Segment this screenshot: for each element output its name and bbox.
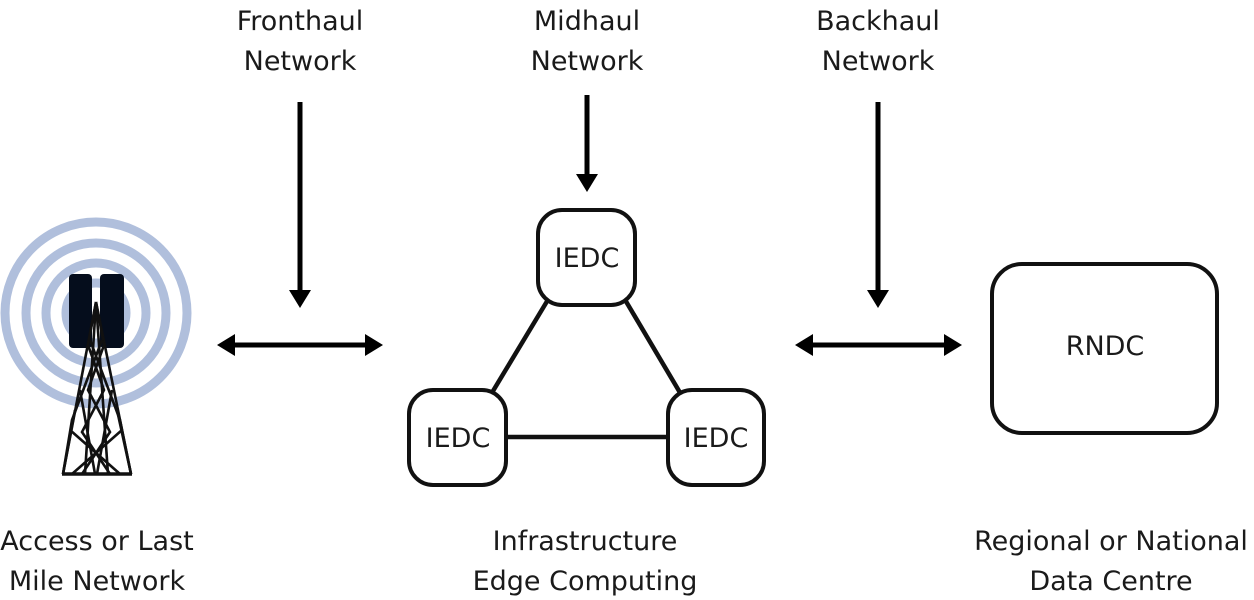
iedc-box[interactable] <box>666 388 766 487</box>
iedc-label: IEDC <box>426 423 491 454</box>
fronthaul-label-line2: Network <box>244 46 357 77</box>
iedc-node-right[interactable]: IEDC <box>666 388 766 487</box>
rndc-box[interactable] <box>990 262 1219 435</box>
antenna-panels <box>69 274 124 348</box>
fronthaul-down-arrow <box>289 102 311 308</box>
access-network-label: Access or Last Mile Network <box>0 526 193 597</box>
iedc-node-left[interactable]: IEDC <box>407 388 508 487</box>
fronthaul-bidirectional-arrow <box>217 334 383 356</box>
regional-data-centre-label: Regional or National Data Centre <box>974 526 1248 597</box>
link-top-left <box>488 296 551 398</box>
arrow-head <box>576 174 598 192</box>
fronthaul-label: Fronthaul Network <box>237 6 364 77</box>
fronthaul-label-line1: Fronthaul <box>237 6 364 37</box>
iedc-node-top[interactable]: IEDC <box>536 208 637 307</box>
backhaul-label-line1: Backhaul <box>816 6 940 37</box>
arrow-head-left <box>217 334 235 356</box>
rndc-label: RNDC <box>1066 331 1145 362</box>
arrow-head-left <box>795 334 813 356</box>
iedc-mesh-links <box>488 296 684 440</box>
access-label-line1: Access or Last <box>0 526 193 557</box>
iedc-label: IEDC <box>684 423 749 454</box>
access-label-line2: Mile Network <box>9 566 186 597</box>
antenna-panel-right <box>100 274 124 348</box>
midhaul-down-arrow <box>576 95 598 192</box>
regional-label-line2: Data Centre <box>1029 566 1192 597</box>
regional-label-line1: Regional or National <box>974 526 1248 557</box>
infrastructure-label-line1: Infrastructure <box>493 526 678 557</box>
backhaul-label: Backhaul Network <box>816 6 940 77</box>
midhaul-label-line1: Midhaul <box>534 6 640 37</box>
antenna-panel-left <box>69 274 92 348</box>
cell-tower-icon <box>0 217 192 476</box>
infrastructure-edge-label: Infrastructure Edge Computing <box>473 526 698 597</box>
iedc-label: IEDC <box>555 243 620 274</box>
arrow-head <box>867 290 889 308</box>
arrow-head <box>289 290 311 308</box>
midhaul-label-line2: Network <box>531 46 644 77</box>
lattice-tower <box>61 301 133 476</box>
rndc-node[interactable]: RNDC <box>990 262 1219 435</box>
backhaul-label-line2: Network <box>822 46 935 77</box>
infrastructure-label-line2: Edge Computing <box>473 566 698 597</box>
signal-ring <box>61 278 131 348</box>
iedc-box[interactable] <box>407 388 508 487</box>
link-top-right <box>622 296 684 398</box>
backhaul-bidirectional-arrow <box>795 334 962 356</box>
backhaul-down-arrow <box>867 102 889 308</box>
arrow-head-right <box>944 334 962 356</box>
midhaul-label: Midhaul Network <box>531 6 644 77</box>
arrow-head-right <box>365 334 383 356</box>
signal-ring <box>41 258 151 368</box>
signal-ring <box>21 238 171 388</box>
iedc-box[interactable] <box>536 208 637 307</box>
